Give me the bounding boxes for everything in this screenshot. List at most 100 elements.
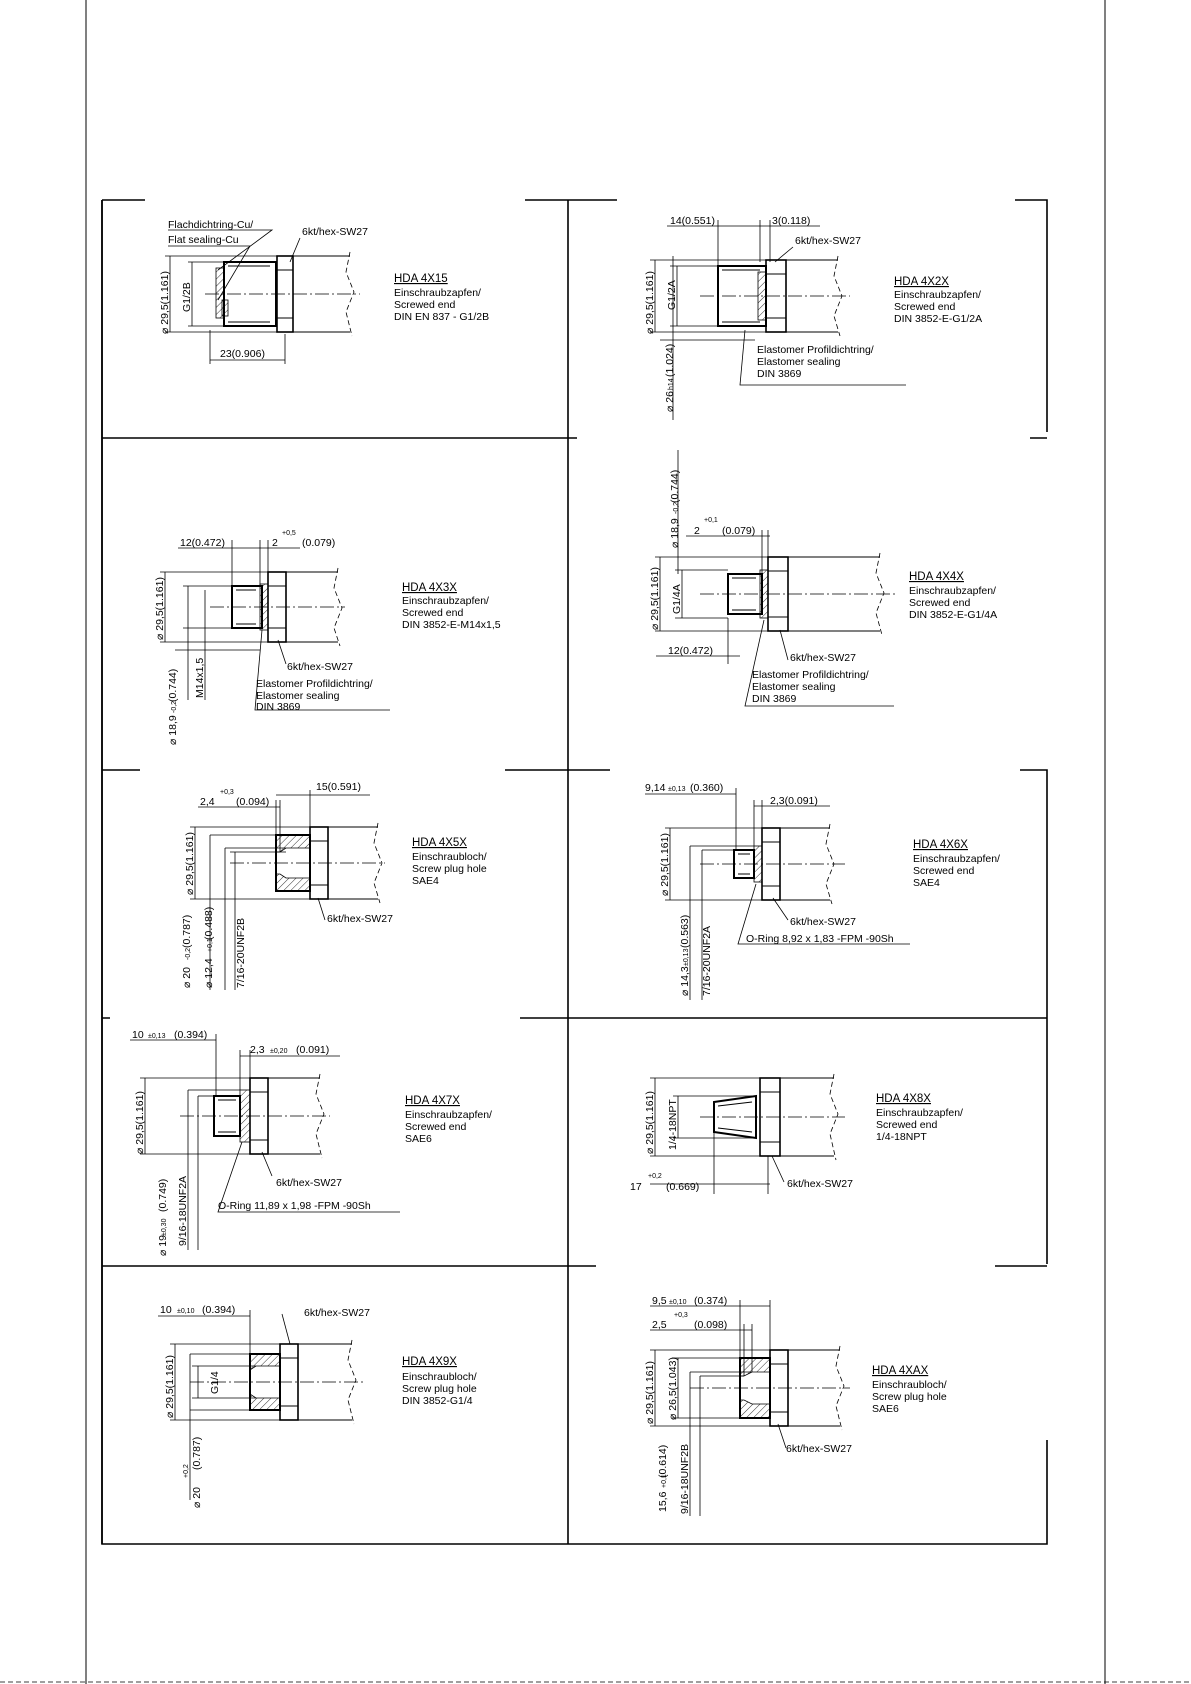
model-line-1: Einschraubloch/ [412,851,487,863]
model-line-2: Screwed end [405,1121,466,1133]
dim-seal-inch: (0.563) [679,915,691,948]
threaded-port [249,1353,281,1411]
dim-port-inch: (0.787) [191,1437,203,1470]
panel-hda-4x5x: 2,4 +0,3 (0.094) 15(0.591) ⌀ 29,5(1.161)… [181,781,487,990]
model-line-1: Einschraubloch/ [402,1371,477,1383]
dim-diameter: ⌀ 29,5(1.161) [644,1091,656,1154]
dim-seal-inch: (0.749) [157,1179,169,1212]
dim-length-tolerance: ±0,10 [669,1299,687,1306]
dim-length: 17 [630,1181,642,1193]
callout-sealing-std: DIN 3869 [757,368,802,380]
dimension-lines [650,1077,785,1194]
callout-hex: 6kt/hex-SW27 [795,235,861,247]
dim-thread: 7/16-20UNF2A [701,926,713,996]
dim-length-inch: (0.394) [174,1029,207,1041]
model-line-3: SAE6 [872,1403,899,1415]
callout-hex: 6kt/hex-SW27 [276,1177,342,1189]
callout-sealing-std: DIN 3869 [752,693,797,705]
dim-gap-inch: (0.079) [722,525,755,537]
panel-hda-4x4x: ⌀ 18,9 -0,2 (0.744) 2 +0,1 (0.079) ⌀ 29,… [649,450,997,707]
dim-length: 12(0.472) [668,645,713,657]
dim-gap: 2 [694,525,700,537]
panel-hda-4x2x: 14(0.551) 3(0.118) 6kt/hex-SW27 ⌀ 29,5(1… [644,215,982,420]
model-line-2: Screw plug hole [402,1383,477,1395]
dim-port-tolerance: +0,2 [183,1464,190,1478]
dim-thread: 9/16-18UNF2B [679,1444,691,1514]
model-line-1: Einschraubzapfen/ [402,595,489,607]
dim-port-inch: (0.787) [181,915,193,948]
dimension-lines [655,450,894,707]
model-line-1: Einschraubzapfen/ [876,1107,963,1119]
model-line-2: Screwed end [402,607,463,619]
dim-length: 12(0.472) [180,537,225,549]
dim-length-inch: (0.360) [690,782,723,794]
callout-sealing-std: DIN 3869 [256,701,301,713]
panel-hda-4x15: Flachdichtring-Cu/ Flat sealing-Cu 6kt/h… [159,219,489,364]
dim-bore-diameter: 15,6 [657,1491,669,1512]
dim-seal-diameter: ⌀ 18,9 [167,715,179,745]
dim-seal-inch: (0.744) [669,470,681,503]
dimension-lines [645,788,910,1000]
dimension-lines [160,540,390,711]
dim-length: 10 [160,1304,172,1316]
dim-gap-tolerance: +0,1 [704,517,718,524]
dim-diameter: ⌀ 29,5(1.161) [644,271,656,334]
model-line-2: Screwed end [894,301,955,313]
model-line-2: Screw plug hole [872,1391,947,1403]
dim-gap-inch: (0.098) [694,1319,727,1331]
dim-gap-tolerance: +0,5 [282,530,296,537]
panel-hda-4x7x: 10 ±0,13 (0.394) 2,3 ±0,20 (0.091) ⌀ 29,… [130,1029,492,1256]
dim-bore-tolerance: +0,1 [207,938,214,952]
dim-diameter: ⌀ 29,5(1.161) [659,833,671,896]
callout-hex: 6kt/hex-SW27 [287,661,353,673]
dim-diameter: ⌀ 29,5(1.161) [644,1361,656,1424]
model-title: HDA 4X3X [402,582,457,594]
callout-oring: O-Ring 11,89 x 1,98 -FPM -90Sh [218,1200,371,1212]
dim-thread: G1/4A [671,584,683,614]
dim-bore-tolerance: +0,1 [661,1474,668,1488]
dim-gap: 2,5 [652,1319,667,1331]
dim-seal-tolerance: ±0,13 [683,948,690,966]
dim-diameter: ⌀ 29,5(1.161) [134,1091,146,1154]
model-line-3: DIN 3852-E-G1/4A [909,609,997,621]
dim-port-tolerance: -0,2 [185,948,192,960]
dim-gap-tolerance: ±0,20 [270,1048,288,1055]
callout-hex: 6kt/hex-SW27 [786,1443,852,1455]
model-line-2: Screwed end [909,597,970,609]
dim-gap: 2,3 [250,1044,265,1056]
callout-sealing-en: Elastomer sealing [757,356,841,368]
dim-length-tolerance: ±0,13 [668,786,686,793]
dim-thread: M14x1,5 [194,658,206,698]
dim-diameter: ⌀ 29,5(1.161) [154,577,166,640]
dim-gap: 2 [272,537,278,549]
dimension-lines [190,790,370,990]
model-title: HDA 4X2X [894,276,949,288]
dim-port-diameter: ⌀ 20 [191,1487,203,1508]
dim-seal-diameter: ⌀ 26 [664,391,676,412]
model-line-2: Screwed end [913,865,974,877]
model-title: HDA 4X5X [412,837,467,849]
dim-seal-diameter: ⌀ 19 [157,1235,169,1256]
callout-sealing-de: Elastomer Profildichtring/ [752,669,869,681]
dim-thread: G1/2A [666,280,678,310]
dim-length-inch: (0.669) [666,1181,699,1193]
dimension-lines [165,229,301,364]
dim-port-diameter: ⌀ 26,5(1.043) [667,1357,679,1420]
dim-seal-diameter: ⌀ 18,9 [669,518,681,548]
dim-length: 14(0.551) [670,215,715,227]
model-line-3: DIN 3852-E-M14x1,5 [402,619,501,631]
dim-bore-diameter: ⌀ 12,4 [203,958,215,988]
dim-diameter: ⌀ 29,5(1.161) [164,1355,176,1418]
dim-thread: G1/2B [181,282,193,312]
model-line-1: Einschraubzapfen/ [405,1109,492,1121]
model-line-3: DIN 3852-G1/4 [402,1395,473,1407]
dim-seal-inch: (1.024) [664,344,676,377]
dim-length: 10 [132,1029,144,1041]
model-line-1: Einschraubzapfen/ [394,287,481,299]
callout-sealing-de: Elastomer Profildichtring/ [757,344,874,356]
panel-hda-4x9x: 10 ±0,10 (0.394) ⌀ 29,5(1.161) G1/4 ⌀ 20… [158,1304,477,1508]
dim-gap: 3(0.118) [772,215,810,227]
callout-flat-sealing-en: Flat sealing-Cu [168,234,239,246]
dim-gap-tolerance: +0,3 [220,789,234,796]
callout-sealing-en: Elastomer sealing [752,681,836,693]
